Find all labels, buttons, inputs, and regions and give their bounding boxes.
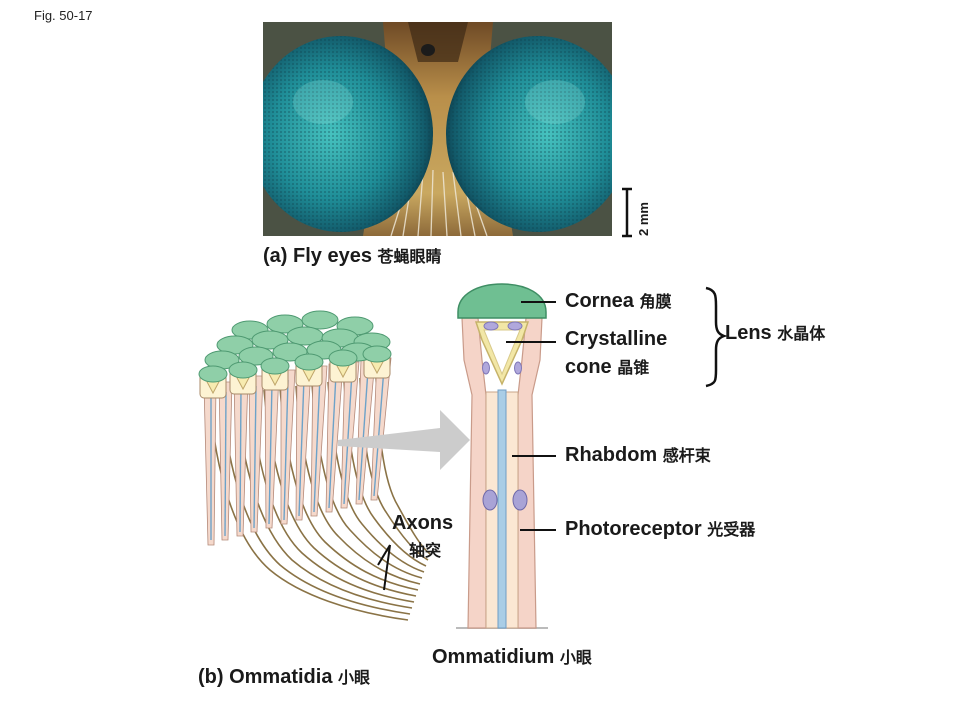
label-photoreceptor: Photoreceptor 光受器 [565,518,756,540]
panel-b-caption: (b) Ommatidia 小眼 [198,666,371,688]
enlarge-arrow [338,410,470,470]
label-ommatidium: Ommatidium 小眼 [432,646,592,668]
label-axons: Axons [392,512,454,534]
label-cornea: Cornea 角膜 [565,290,672,312]
label-lens: Lens 水晶体 [725,322,826,344]
scale-bar [622,187,632,238]
scale-bar-label: 2 mm [636,202,651,236]
panel-a-caption: (a) Fly eyes 苍蝇眼睛 [263,245,442,267]
label-crystalline-cone: cone 晶锥 [565,356,650,378]
ommatidia-bundle [198,310,431,621]
label-axons-zh: 轴突 [409,541,442,560]
fly-eyes-illustration [263,22,612,236]
lens-brace [705,286,728,388]
figure-number: Fig. 50-17 [34,8,93,23]
label-rhabdom: Rhabdom 感杆束 [565,444,711,466]
leader-lines [506,301,556,531]
fly-eyes-photo [263,22,612,236]
axons-pointer [377,544,391,591]
ommatidium-diagram [456,283,548,629]
label-crystalline: Crystalline [565,328,668,350]
